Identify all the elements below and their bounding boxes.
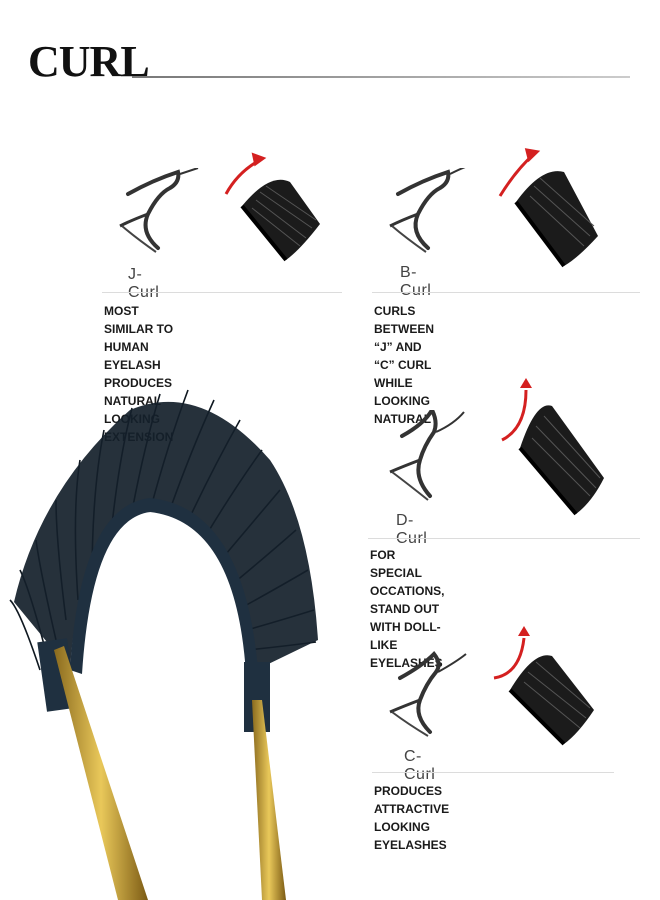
divider [102, 292, 342, 293]
divider [372, 772, 614, 773]
lash-strip-icon [498, 148, 598, 268]
curl-description: CURLS BETWEEN “J” AND “C” CURL WHILE LOO… [374, 304, 434, 426]
tweezer-right [252, 700, 286, 900]
eye-profile-icon [389, 651, 467, 737]
tweezer-left [54, 646, 148, 900]
curl-label: C-Curl [404, 748, 436, 783]
curl-description: PRODUCES ATTRACTIVE LOOKING EYELASHES [374, 784, 450, 852]
lash-strip-photo [9, 389, 318, 900]
curl-label: B-Curl [400, 264, 432, 299]
curl-label: J-Curl [128, 266, 160, 301]
lash-strip-icon [493, 626, 594, 746]
lash-strip-icon [224, 152, 320, 262]
curl-label: D-Curl [396, 512, 428, 547]
page-title: CURL [28, 37, 150, 86]
divider [372, 292, 640, 293]
eye-profile-icon [389, 410, 465, 501]
title-rule [132, 76, 630, 78]
divider [368, 538, 640, 539]
lash-backing [70, 512, 252, 670]
curl-description: FOR SPECIAL OCCATIONS, STAND OUT WITH DO… [370, 548, 445, 670]
eye-profile-icon [119, 168, 199, 253]
eye-profile-icon [389, 168, 466, 253]
lash-strip-tape [70, 498, 258, 674]
lash-strip-icon [501, 378, 604, 516]
